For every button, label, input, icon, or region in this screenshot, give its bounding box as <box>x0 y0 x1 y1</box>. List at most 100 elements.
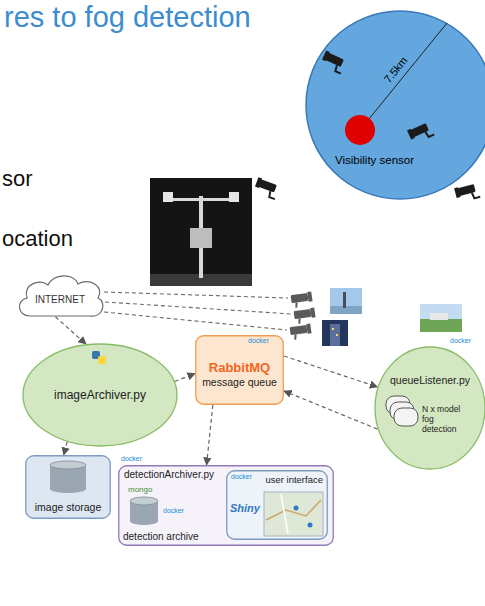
sensor-box <box>190 228 212 248</box>
message-flow <box>207 405 213 465</box>
container-tag: docker <box>450 337 471 345</box>
photo-light <box>332 328 334 330</box>
database-top <box>50 461 86 469</box>
camera-icon <box>454 182 480 202</box>
camera-icon <box>320 50 347 73</box>
photo-building <box>430 313 448 320</box>
network-links <box>104 292 291 330</box>
map-marker <box>294 506 299 511</box>
camera-hood <box>407 129 415 140</box>
box-outline <box>119 466 334 546</box>
camera-hood <box>306 323 311 333</box>
model-icon <box>394 408 418 426</box>
queue-box: RabbitMQmessage queue <box>195 335 284 405</box>
network-label: INTERNET <box>35 294 85 306</box>
camera-icon <box>253 177 280 199</box>
camera-mount <box>299 319 301 324</box>
script-name: imageArchiver.py <box>54 388 146 402</box>
photo-ground <box>150 178 252 286</box>
service-name: Shiny <box>230 502 260 515</box>
message-flow <box>284 356 377 387</box>
range-circle <box>306 11 485 199</box>
container-tag: docker <box>121 455 142 463</box>
camera-mount <box>472 191 480 199</box>
camera-icon <box>289 323 312 340</box>
camera-icon <box>293 307 316 324</box>
radius-line <box>360 23 447 130</box>
box-outline <box>227 471 328 540</box>
cut-text: ocation <box>2 226 73 252</box>
camera-body <box>290 325 308 335</box>
sensor-crossbar <box>168 198 234 201</box>
ui-box: Shiny user interface <box>226 470 328 540</box>
sensor-dot <box>345 115 375 145</box>
node-shape <box>305 10 485 200</box>
camera-link <box>104 292 288 298</box>
camera-link <box>105 302 291 314</box>
group-box: detectionArchiver.py mongo detection archi… <box>118 465 334 546</box>
ellipse-outline <box>23 344 177 446</box>
database-icon <box>130 497 158 525</box>
message-flow <box>64 442 68 455</box>
camera-hood <box>454 187 460 198</box>
cut-text: sor <box>2 166 33 192</box>
radius-label: 7.5km <box>381 54 410 86</box>
camera-mount <box>334 65 343 73</box>
map-marker <box>308 523 313 528</box>
box-outline <box>196 336 284 405</box>
service-name: RabbitMQ <box>209 360 270 376</box>
process-ellipse: imageArchiver.py <box>22 343 178 447</box>
container-tag: docker <box>248 337 269 345</box>
camera-mount <box>425 129 434 137</box>
camera-mount <box>268 191 277 199</box>
message-flow <box>175 374 195 382</box>
camera-icon <box>407 121 434 144</box>
process-ellipse: queueListener.pyN x model fog detection <box>374 346 485 470</box>
script-name: queueListener.py <box>374 374 485 387</box>
camera-hood <box>310 307 315 317</box>
python-logo <box>98 356 106 364</box>
photo-tower <box>343 292 346 308</box>
camera-photo <box>322 320 348 346</box>
camera-icon <box>290 291 313 308</box>
map-road <box>281 494 288 534</box>
camera-link <box>104 312 287 330</box>
camera-photo <box>330 288 362 314</box>
ellipse-outline <box>375 347 485 469</box>
sensor-head <box>163 192 173 202</box>
box-label: image storage <box>35 501 102 514</box>
photo-light <box>336 334 338 336</box>
storage-box: image storage <box>25 455 111 519</box>
container-tag: docker <box>231 473 252 481</box>
camera-hood <box>255 177 262 188</box>
camera-body <box>291 293 309 303</box>
photo-sky <box>330 288 362 314</box>
message-flow <box>284 391 377 429</box>
container-tag: docker <box>163 507 184 515</box>
photo-sky <box>420 304 462 332</box>
photo-night <box>322 320 348 346</box>
box-label: user interface <box>265 474 323 485</box>
camera-body <box>294 309 312 319</box>
database-top <box>130 497 158 505</box>
slide-title: res to fog detection <box>4 0 251 35</box>
camera-hood <box>307 291 312 301</box>
sensor-head <box>229 192 239 202</box>
script-name: detectionArchiver.py <box>124 469 214 481</box>
sensor-range-circle: Visibility sensor <box>305 10 485 200</box>
box-label: detection archive <box>123 531 199 543</box>
box-label: message queue <box>202 376 277 389</box>
camera-mount <box>296 303 298 308</box>
service-name: mongo <box>128 485 152 495</box>
map-road <box>266 500 321 520</box>
database-bottom <box>130 517 158 525</box>
map-thumbnail <box>264 492 323 536</box>
photo-building <box>330 324 340 346</box>
camera-photo <box>420 304 462 332</box>
internet-cloud: INTERNET <box>14 270 106 322</box>
sensor-label: Visibility sensor <box>335 154 414 168</box>
sensor-photo <box>150 178 252 286</box>
message-flow <box>55 317 86 344</box>
camera-mount <box>295 335 297 340</box>
photo-field <box>420 319 462 332</box>
